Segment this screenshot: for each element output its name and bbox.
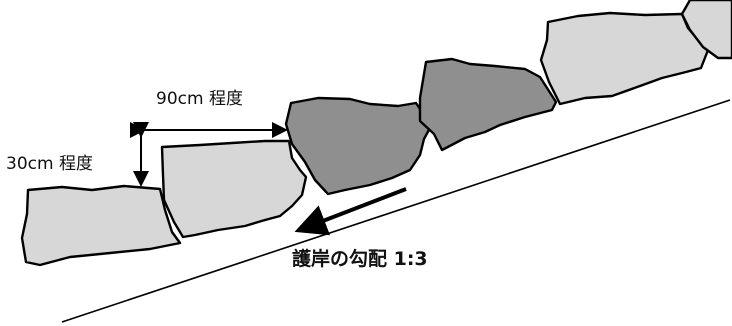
stone-4 [418, 57, 558, 152]
stone-6 [680, 0, 732, 60]
stone-3 [284, 96, 433, 196]
slope-direction-arrow [294, 187, 407, 236]
slope-line [61, 99, 731, 323]
height-label: 30cm 程度 [6, 154, 93, 174]
stone-5 [539, 11, 710, 106]
stone-2 [160, 139, 308, 239]
stone-1 [20, 184, 182, 267]
width-label: 90cm 程度 [156, 89, 243, 109]
slope-label: 護岸の勾配 1:3 [292, 248, 428, 270]
